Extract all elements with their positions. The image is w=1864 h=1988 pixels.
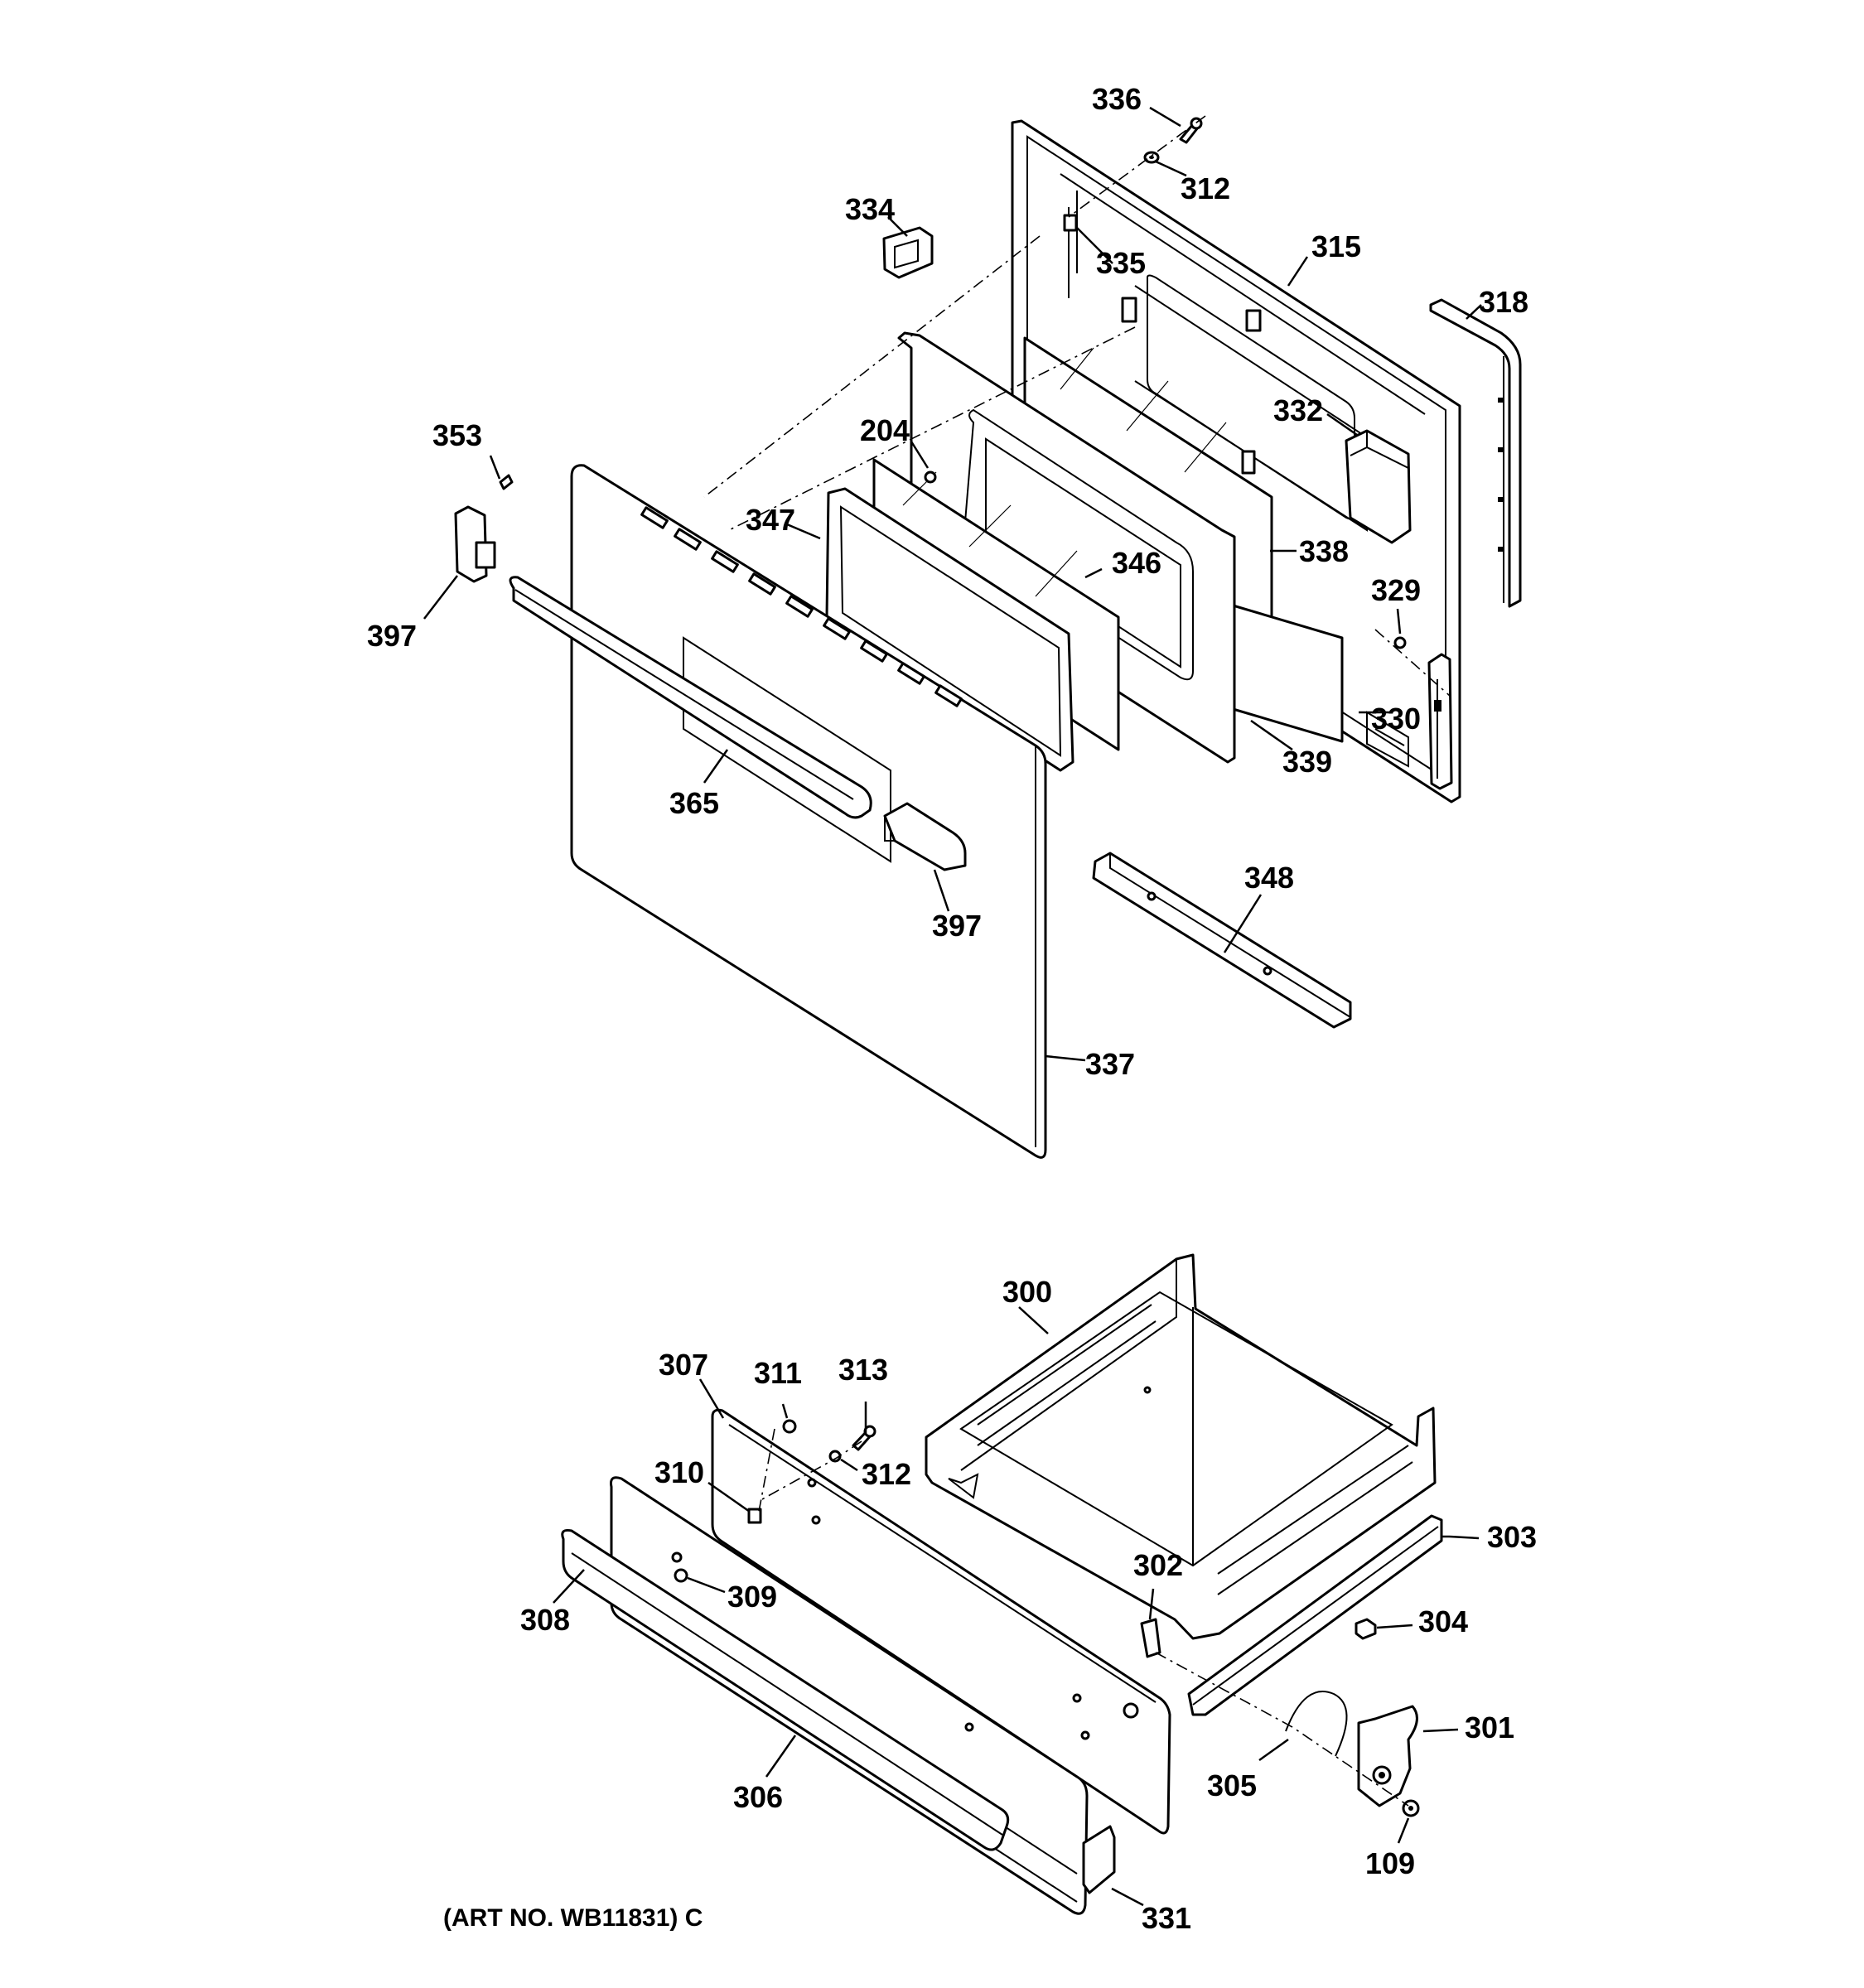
nut-311 <box>782 1419 797 1434</box>
callout-338: 338 <box>1299 534 1349 568</box>
callout-306: 306 <box>733 1780 783 1814</box>
drawer-handle-308 <box>561 1529 1010 1851</box>
screw-204 <box>924 470 937 484</box>
callout-353: 353 <box>432 418 482 452</box>
callout-336: 336 <box>1092 82 1142 116</box>
washer-109 <box>1402 1799 1420 1817</box>
door-handle-365 <box>509 576 872 819</box>
callout-318: 318 <box>1479 285 1528 319</box>
callout-337: 337 <box>1085 1047 1135 1081</box>
callout-312: 312 <box>1181 171 1230 205</box>
callout-331: 331 <box>1142 1901 1191 1935</box>
glass-frame-panel <box>897 331 1236 764</box>
door-vent-slots <box>640 506 963 707</box>
outer-door-337 <box>570 464 1047 1159</box>
callout-315: 315 <box>1311 229 1361 263</box>
callout-312: 312 <box>862 1457 911 1491</box>
callout-303: 303 <box>1487 1520 1537 1554</box>
callout-109: 109 <box>1365 1846 1415 1880</box>
callout-365: 365 <box>669 786 719 820</box>
assembly-lines-bottom <box>757 1428 1409 1807</box>
slide-bracket-301 <box>1357 1705 1418 1807</box>
callout-397: 397 <box>932 909 982 943</box>
callout-302: 302 <box>1133 1548 1183 1582</box>
callout-307: 307 <box>659 1348 708 1382</box>
handle-end-cap-397-left <box>454 505 496 583</box>
callout-330: 330 <box>1371 702 1421 736</box>
clip-310 <box>747 1508 762 1524</box>
callout-310: 310 <box>654 1455 704 1489</box>
callout-347: 347 <box>746 503 795 537</box>
clip-335 <box>1063 214 1078 232</box>
roller-stud-302 <box>1140 1618 1161 1658</box>
screw-309 <box>674 1568 688 1583</box>
drawer-body-300 <box>925 1253 1437 1640</box>
screw-313 <box>852 1425 876 1451</box>
callout-311: 311 <box>754 1356 802 1390</box>
callout-334: 334 <box>845 192 895 226</box>
screw-329 <box>1393 636 1407 649</box>
handle-end-cap-397-right <box>883 802 967 871</box>
callout-labels: 336 312 334 335 315 318 332 204 353 347 … <box>367 82 1537 1935</box>
door-hinge-330 <box>1366 653 1453 790</box>
washer-312-top <box>1143 151 1160 164</box>
callout-397: 397 <box>367 619 417 653</box>
callout-305: 305 <box>1207 1768 1257 1802</box>
callout-346: 346 <box>1112 546 1161 580</box>
drawer-rail-303 <box>1187 1514 1443 1716</box>
callout-304: 304 <box>1418 1604 1468 1638</box>
drawer-front-panel-307 <box>711 1408 1171 1835</box>
callout-308: 308 <box>520 1603 570 1637</box>
leader-lines <box>423 106 1482 1907</box>
callout-204: 204 <box>860 413 910 447</box>
art-number-caption: (ART NO. WB11831) C <box>443 1904 703 1932</box>
screw-353 <box>499 474 514 490</box>
callout-332: 332 <box>1273 393 1323 427</box>
callout-339: 339 <box>1282 745 1332 779</box>
assembly-lines-top <box>703 115 1451 697</box>
door-bottom-trim-348 <box>1092 852 1352 1029</box>
rail-clip-304 <box>1355 1618 1377 1640</box>
callout-313: 313 <box>838 1353 888 1387</box>
door-insulation-332 <box>1345 429 1412 544</box>
door-trim-strip-318 <box>1429 298 1522 608</box>
wire-retainer-305 <box>1285 1691 1348 1757</box>
callout-348: 348 <box>1244 861 1294 895</box>
drawer-side-bracket-331 <box>1082 1825 1116 1894</box>
hinge-receptacle-334 <box>882 226 934 279</box>
callout-329: 329 <box>1371 573 1421 607</box>
callout-300: 300 <box>1002 1275 1052 1309</box>
callout-301: 301 <box>1465 1711 1514 1744</box>
callout-335: 335 <box>1096 246 1146 280</box>
callout-309: 309 <box>727 1580 777 1614</box>
